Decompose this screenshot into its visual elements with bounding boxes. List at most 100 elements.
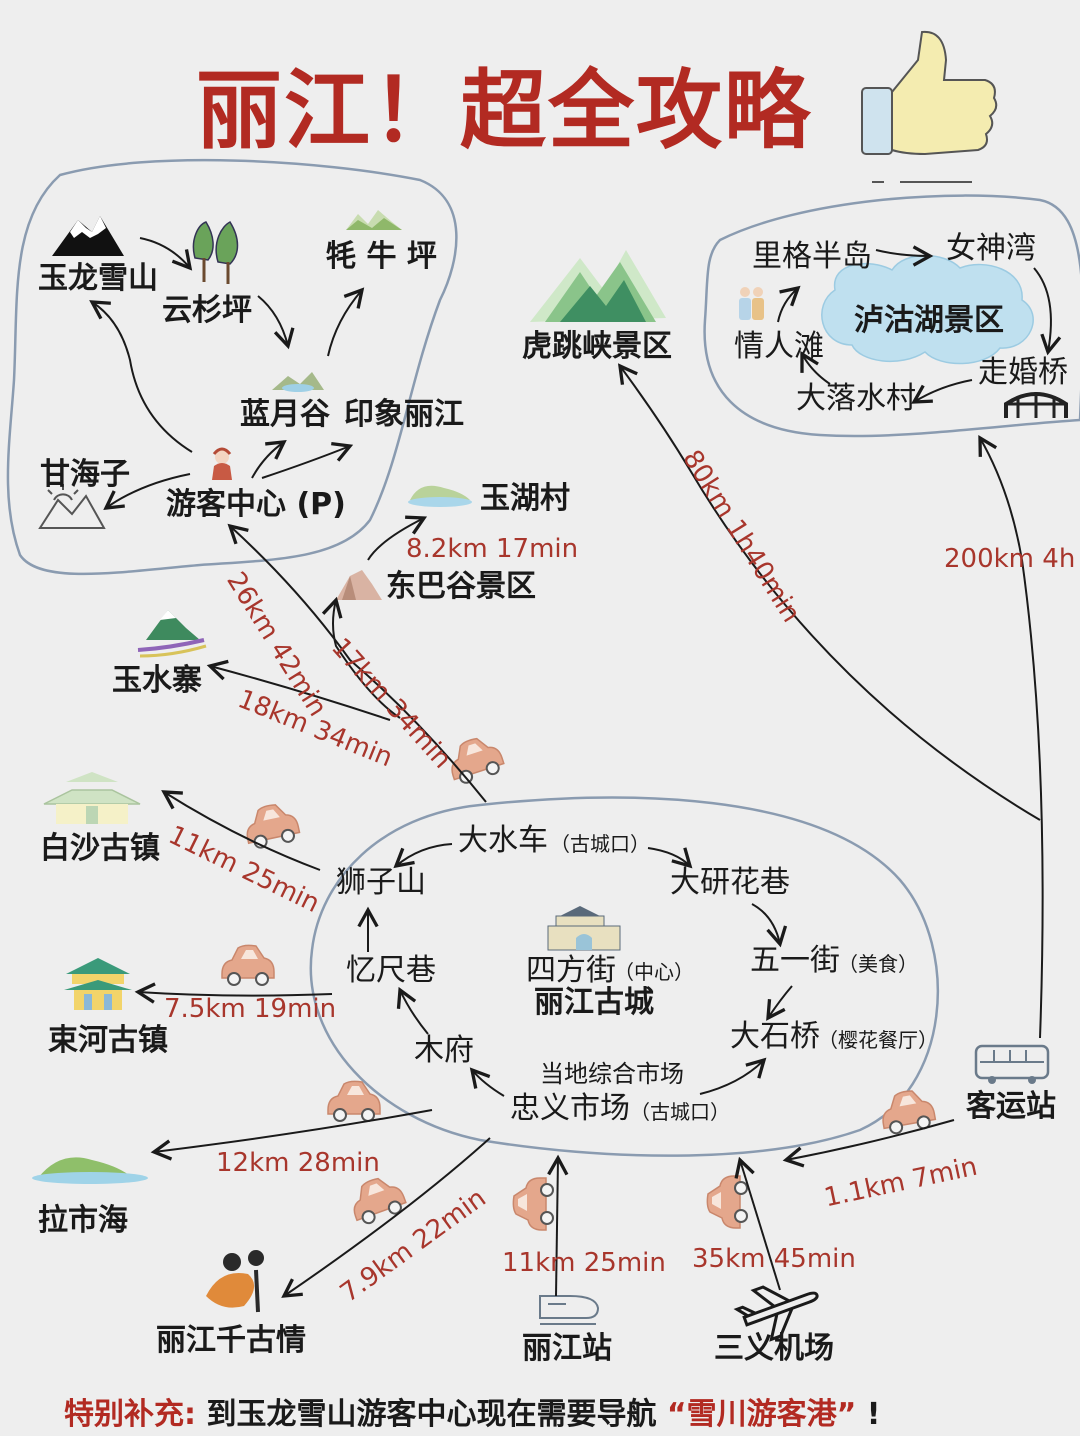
arrow [647,847,693,869]
route-lugu: 200km 4h [944,544,1076,574]
arrow [139,237,193,271]
maoniuping-label: 牦 牛 坪 [326,239,437,274]
arrow [134,982,333,1004]
pagoda-icon [43,772,141,824]
footer-note: 特别补充: 到玉龙雪山游客中心现在需要导航 “雪川游客港” ! [64,1400,880,1430]
arrow [766,985,793,1021]
waterfall-mountain-icon [137,610,207,658]
yulong-snow-mountain-label: 玉龙雪山 [38,261,158,296]
dayanhuaxiang-label: 大研花巷 [670,865,790,900]
snow-mountain-icon [52,216,124,256]
nvshenwan-label: 女神湾 [946,231,1036,266]
yushuizhai-label: 玉水寨 [112,663,202,698]
town-gate-icon [64,958,132,1010]
arrow [103,473,191,510]
bus-icon [974,1044,1050,1084]
grassland-icon [346,210,402,230]
arrow [777,285,801,323]
arrow [751,903,788,948]
dashuiche-note: （古城口） [550,832,650,856]
old-town-name: 丽江古城 [534,985,654,1020]
arrow [617,363,1041,821]
route-airport: 35km 45min [692,1244,856,1274]
arrow [396,986,429,1035]
arrow [734,1156,781,1291]
route-yuhucun: 8.2km 17min [406,534,579,564]
footer-label: 特别补充: [64,1397,196,1432]
car-icon [344,1170,410,1228]
people-icon [739,287,764,320]
arrow [89,300,193,453]
zouhunqiao-label: 走婚桥 [978,355,1068,390]
dashiqiao-note: （樱花餐厅） [818,1028,938,1052]
old-town-outline [309,796,940,1157]
arrow [911,379,973,404]
arrow [227,523,487,803]
baisha-label: 白沙古镇 [40,831,160,866]
qingrentan-label: 情人滩 [734,329,824,364]
lugu-lake-label: 泸沽湖景区 [854,303,1004,338]
page-title: 丽江！超全攻略 [196,61,812,161]
car-icon [221,944,275,986]
wuyijie-note: （美食） [838,952,918,976]
shuhe-label: 束河古镇 [48,1023,168,1058]
car-icon [512,1177,554,1231]
arrow [800,351,831,385]
visitor-center-label: 游客中心 (P) [166,487,346,522]
wuyijie-label: 五一街 [750,943,840,978]
train-icon [539,1295,600,1325]
rock-icon [336,570,382,600]
route-lashihai: 12km 28min [216,1148,380,1178]
ligebandao-label: 里格半岛 [752,239,872,274]
dashuiche-label: 大水车 [458,823,548,858]
hutiaoxia-label: 虎跳峡景区 [522,329,672,364]
lugu-zone-outline [703,194,1080,438]
valley-icon [272,372,324,392]
fir-trees-icon [192,221,239,284]
arrow [699,1057,767,1095]
arrow [393,843,453,869]
qianguqing-label: 丽江千古情 [156,1323,306,1358]
lanyuegu-label: 蓝月谷 [240,397,330,432]
dashiqiao-label: 大石桥 [730,1019,820,1054]
yinxiang-lijiang-label: 印象丽江 [344,397,464,432]
shizishan-label: 狮子山 [336,865,426,900]
dancer-icon [206,1250,264,1313]
bus-station-label: 客运站 [966,1089,1056,1124]
route-shuhe: 7.5km 19min [164,994,337,1024]
dongbagu-label: 东巴谷景区 [386,569,536,604]
lijiang-station-label: 丽江站 [522,1331,612,1366]
yunshanping-label: 云杉坪 [162,293,252,328]
lake-island-icon [408,485,472,507]
arrow [251,440,287,479]
yichixiang-label: 忆尺巷 [346,953,436,988]
local-market-label: 当地综合市场 [540,1060,684,1088]
sanyi-airport-label: 三义机场 [714,1331,834,1366]
arrow [978,435,1044,1039]
bridge-icon [1004,392,1068,418]
lake-island-icon-2 [32,1157,148,1184]
route-station: 11km 25min [502,1248,666,1278]
arrow [261,441,354,479]
zhongyi-market-label: 忠义市场 [510,1091,630,1126]
sifangjie-note: （中心） [614,960,694,984]
car-icon [240,799,302,852]
city-gate-icon [547,906,621,951]
arrow [161,790,321,871]
arrow [782,1119,955,1168]
arrow [321,596,401,719]
arrow [281,1137,491,1298]
mufu-label: 木府 [414,1033,474,1068]
yuhucun-label: 玉湖村 [480,481,570,516]
arrow [547,1154,569,1297]
lake-icon [821,254,1034,365]
arrow [206,659,391,721]
car-icon [706,1175,748,1229]
zhongyi-note: （古城口） [630,1100,730,1124]
footer-highlight: “雪川游客港” [666,1397,857,1432]
footer-text: 到玉龙雪山游客中心现在需要导航 [206,1397,657,1432]
arrow [875,245,934,267]
arrow [327,287,365,357]
arrow [257,295,295,350]
thumbs-up-icon [861,30,998,183]
